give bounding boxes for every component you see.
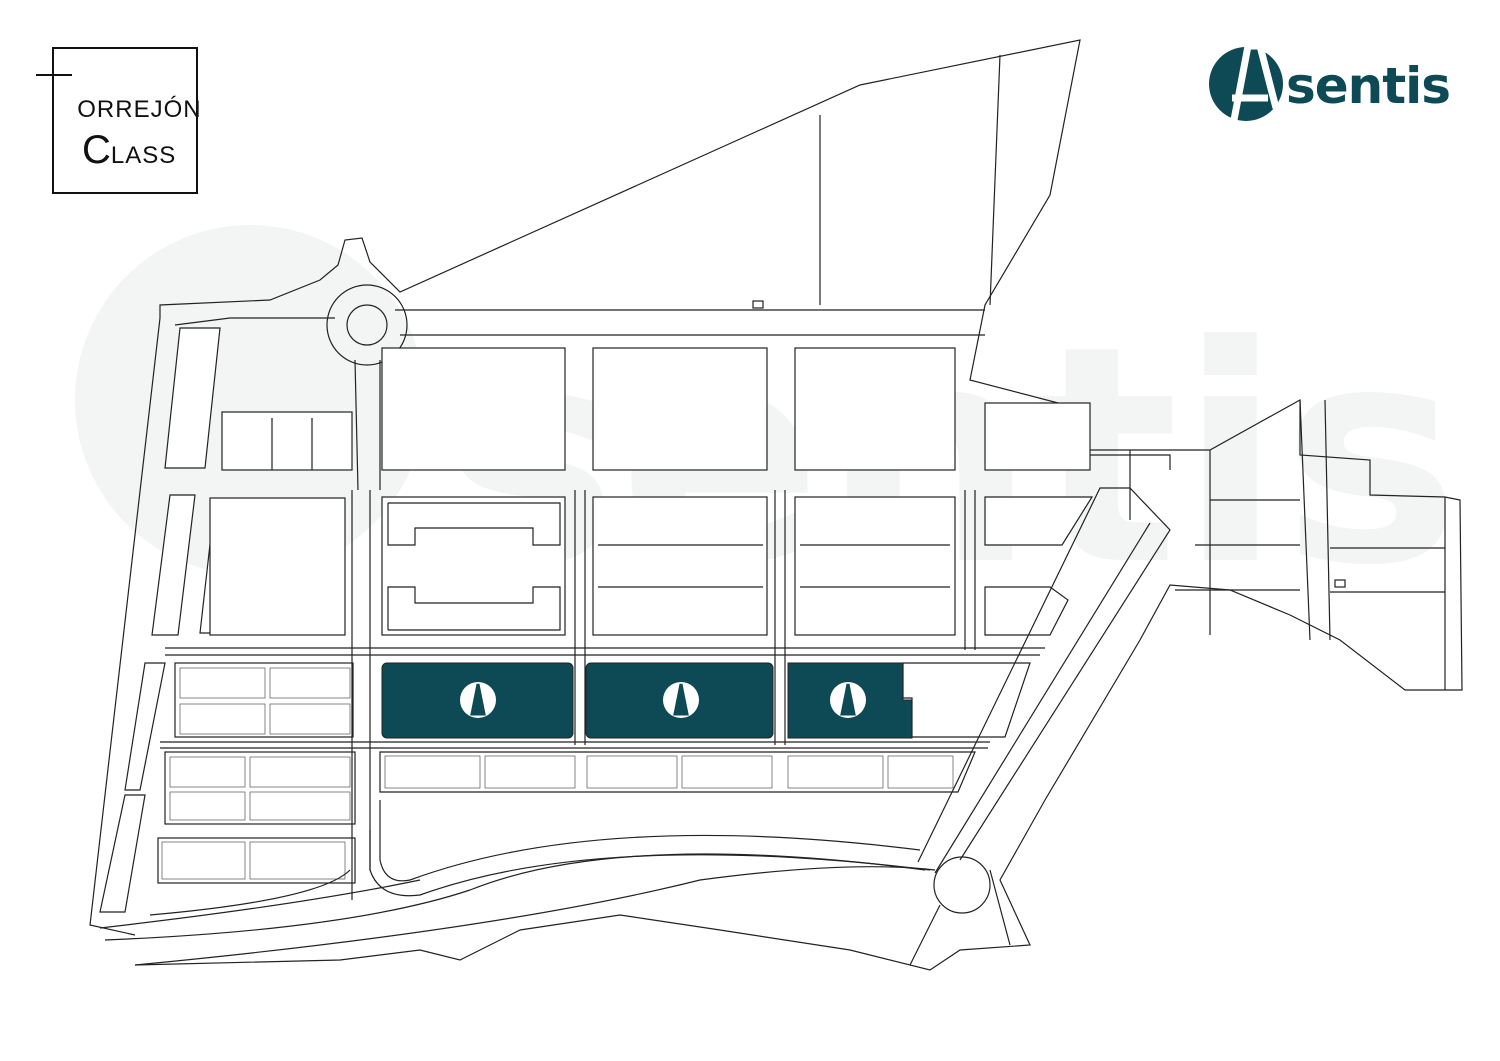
plot-2-logo-icon <box>663 682 699 718</box>
logo-text-torrejon: ORREJÓN <box>77 96 202 123</box>
logo-line-2: CLASS <box>82 128 176 173</box>
right-blocks <box>752 300 1446 690</box>
roundabout <box>346 304 388 346</box>
row1-blocks <box>221 347 1091 471</box>
logo-t-stem <box>52 74 54 122</box>
left-shed-blocks <box>157 662 356 884</box>
top-road <box>174 317 335 326</box>
asentis-wordmark: sentis <box>1286 57 1451 115</box>
plot-marks <box>460 682 866 718</box>
logo-text-class: LASS <box>110 142 177 169</box>
plot-3-logo-icon <box>830 682 866 718</box>
curved-road <box>99 800 936 966</box>
vertical-roads <box>351 490 976 900</box>
plot-1-logo-icon <box>460 682 496 718</box>
asentis-mark-icon <box>1209 46 1283 121</box>
row4-sheds <box>379 751 976 793</box>
logo-t-bar <box>36 74 72 76</box>
asentis-logo: sentis <box>1208 46 1451 122</box>
logo-line-1: TORREJÓN <box>62 96 202 124</box>
row2-blocks <box>209 496 1094 636</box>
logo-initial-c: C <box>82 128 111 172</box>
